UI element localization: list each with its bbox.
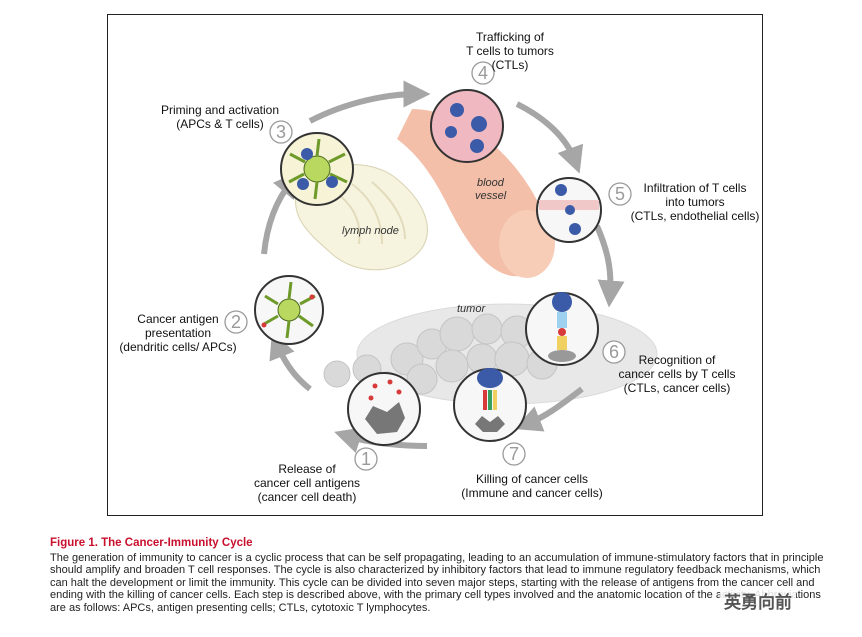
priming-cell-icon — [280, 132, 354, 206]
step-number-6: 6 — [602, 340, 626, 364]
svg-text:3: 3 — [276, 122, 286, 142]
svg-text:7: 7 — [509, 444, 519, 464]
caption-body: The generation of immunity to cancer is … — [50, 551, 824, 614]
trafficking-cell-icon — [430, 89, 504, 163]
svg-text:6: 6 — [609, 342, 619, 362]
caption-title: Figure 1. The Cancer-Immunity Cycle — [50, 537, 253, 549]
tumor-label: tumor — [457, 303, 486, 315]
cycle-arrows — [261, 80, 625, 453]
svg-text:4: 4 — [478, 63, 488, 83]
lymph-node-label: lymph node — [342, 225, 399, 237]
step-number-7: 7 — [502, 442, 526, 466]
step-3-label: Priming and activation(APCs & T cells) — [160, 103, 280, 131]
blood-vessel-label-line2: vessel — [475, 190, 507, 202]
step-number-4: 4 — [471, 61, 495, 85]
recognition-cell-icon — [525, 292, 599, 366]
figure-frame — [107, 14, 763, 516]
step-number-3: 3 — [269, 120, 293, 144]
step-number-5: 5 — [608, 182, 632, 206]
dendritic-cell-icon — [254, 275, 324, 345]
killing-cell-icon — [453, 368, 527, 442]
figure-caption: Figure 1. The Cancer-Immunity Cycle The … — [50, 537, 830, 615]
step-number-2: 2 — [224, 310, 248, 334]
watermark: 英勇向前 — [720, 588, 796, 613]
svg-text:1: 1 — [361, 449, 371, 469]
antigen-release-cell-icon — [347, 372, 421, 446]
blood-vessel-label-line1: blood — [477, 177, 505, 189]
infiltration-cell-icon — [536, 177, 602, 243]
svg-text:5: 5 — [615, 184, 625, 204]
cancer-immunity-cycle-diagram: 1 2 3 4 5 6 7 lymph node blood vessel tu… — [224, 61, 658, 471]
svg-text:2: 2 — [231, 312, 241, 332]
step-7-label: Killing of cancer cells(Immune and cance… — [461, 472, 603, 500]
step-number-1: 1 — [354, 447, 378, 471]
